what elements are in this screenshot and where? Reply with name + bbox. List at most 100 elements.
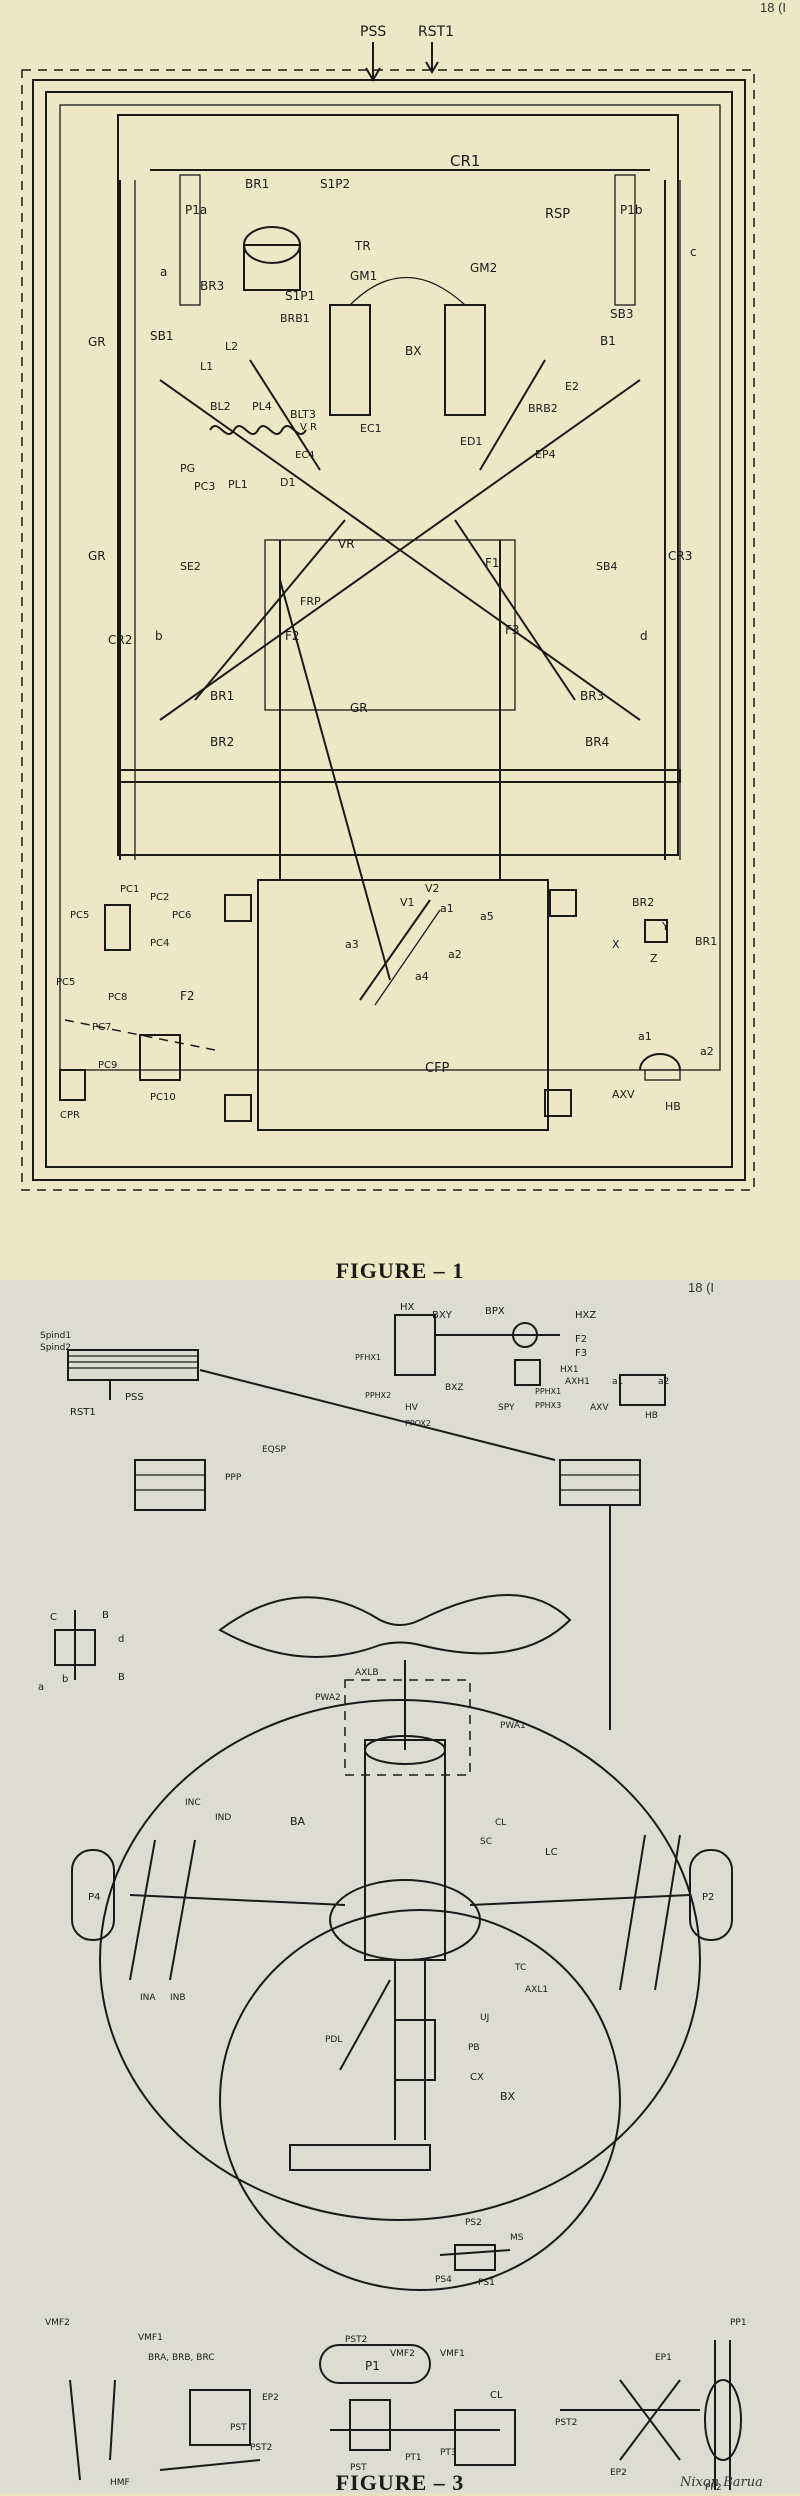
propeller-blade xyxy=(218,1594,572,1658)
label-p1b: P1b xyxy=(620,203,643,217)
label-pc5b: PC5 xyxy=(56,977,75,988)
label-pc9: PC9 xyxy=(98,1060,117,1071)
frame-rail xyxy=(59,104,721,1071)
page-corner-number-2: 18 (I xyxy=(688,1280,715,1295)
label-pc5: PC5 xyxy=(70,910,89,921)
label-p4: P4 xyxy=(88,1892,100,1903)
label-a2: a2 xyxy=(448,948,462,961)
label-pst2c: PST2 xyxy=(555,2418,577,2428)
label-pg: PG xyxy=(180,462,195,475)
label-cl-3: CL xyxy=(495,1818,506,1828)
label-axh1: AXH1 xyxy=(565,1377,590,1387)
label-ep4: EP4 xyxy=(535,448,556,461)
label-f2: F2 xyxy=(285,629,300,643)
label-pss: PSS xyxy=(360,24,386,40)
label-uj: UJ xyxy=(480,2013,489,2023)
label-pc3: PC3 xyxy=(194,480,215,493)
label-inb: INB xyxy=(170,1993,186,2003)
label-gr-top: GR xyxy=(88,335,106,349)
label-a2-inset: a2 xyxy=(700,1045,714,1058)
label-pst2b: PST2 xyxy=(345,2335,367,2345)
arm-right xyxy=(469,1894,691,1906)
figure-1-labels: PSS RST1 CR1 BR1 S1P2 P1a RSP P1b a c GR… xyxy=(56,24,717,1121)
label-se2: SE2 xyxy=(180,560,201,573)
label-b-bottom: B xyxy=(118,1672,125,1683)
label-b1: B1 xyxy=(600,334,616,348)
label-pwa2: PWA2 xyxy=(315,1693,341,1703)
label-x-inset: X xyxy=(612,938,620,951)
label-pt1: PT1 xyxy=(405,2453,422,2463)
cx-block xyxy=(394,2019,436,2081)
label-v2: V2 xyxy=(425,882,440,895)
label-hxz: HXZ xyxy=(575,1310,596,1321)
label-gm1: GM1 xyxy=(350,269,377,283)
label-s1p1: S1P1 xyxy=(285,289,315,303)
label-ps1: PS1 xyxy=(478,2278,495,2288)
label-d-right: d xyxy=(640,629,648,643)
label-a3: a3 xyxy=(345,938,359,951)
spindle-box xyxy=(67,1349,199,1381)
label-s1p2: S1P2 xyxy=(320,177,350,191)
label-hb: HB xyxy=(665,1100,681,1113)
label-c-right: c xyxy=(690,245,697,259)
pod-p2 xyxy=(689,1849,733,1941)
figure-1-sheet: 18 (I xyxy=(21,0,787,1283)
label-hx1: HX1 xyxy=(560,1365,579,1375)
coil-stack-left xyxy=(134,1459,206,1511)
label-brb1: BRB1 xyxy=(280,312,310,325)
label-cpr: CPR xyxy=(60,1110,80,1121)
label-l1: L1 xyxy=(200,360,213,373)
label-br1: BR1 xyxy=(210,689,234,703)
label-bl2: BL2 xyxy=(210,400,231,413)
label-f1: F1 xyxy=(485,556,500,570)
label-br1-inset: BR1 xyxy=(695,935,717,948)
label-vmf2: VMF2 xyxy=(45,2318,70,2328)
label-pphx1: PPHX1 xyxy=(535,1387,561,1396)
bottom-mid-detail xyxy=(349,2399,391,2451)
label-tr: TR xyxy=(354,239,371,253)
label-axv-3: AXV xyxy=(590,1403,609,1413)
label-f3-3: F3 xyxy=(575,1348,587,1359)
label-pc1: PC1 xyxy=(120,884,139,895)
coil-stack-right xyxy=(559,1459,641,1506)
label-vr-small: V R xyxy=(300,422,317,433)
arm-left xyxy=(129,1894,346,1906)
label-pl1: PL1 xyxy=(228,478,248,491)
label-brb2: BRB2 xyxy=(528,402,558,415)
label-ba: BA xyxy=(290,1815,306,1828)
inset-br-detail xyxy=(644,919,668,943)
pod-p1 xyxy=(319,2344,431,2384)
label-bpx: BPX xyxy=(485,1306,505,1317)
page-corner-number: 18 (I xyxy=(760,0,787,15)
outer-frame xyxy=(32,79,746,1181)
clamp-bottom-left xyxy=(224,1094,252,1122)
label-f2-inset: F2 xyxy=(180,989,195,1003)
label-cfp: CFP xyxy=(425,1061,450,1076)
label-a-left: a xyxy=(160,265,167,279)
label-pfhx1: PFHX1 xyxy=(355,1353,381,1362)
label-rsp: RSP xyxy=(545,207,570,222)
spring-coil xyxy=(209,425,307,435)
label-axv: AXV xyxy=(612,1088,635,1101)
label-br3-right: BR3 xyxy=(580,689,604,703)
frame-f1 xyxy=(264,539,516,711)
label-c-3: C xyxy=(50,1612,57,1623)
label-bra: BRA, BRB, BRC xyxy=(148,2353,215,2363)
label-rst1: RST1 xyxy=(418,24,454,40)
inner-frame xyxy=(45,91,733,1168)
label-spind1: Spind1 xyxy=(40,1331,71,1341)
label-d-3: d xyxy=(118,1634,124,1645)
label-p1-3: P1 xyxy=(365,2359,380,2373)
collar xyxy=(329,1879,481,1961)
label-ep2b: EP2 xyxy=(610,2468,627,2478)
label-pb: PB xyxy=(468,2043,480,2053)
label-ppp: PPP xyxy=(225,1473,242,1483)
label-cr3: CR3 xyxy=(668,549,692,563)
figure-3-sheet: 18 (I xyxy=(0,1280,800,2495)
label-ec4: EC4 xyxy=(295,450,315,461)
label-pst: PST xyxy=(230,2423,247,2433)
label-ep2: EP2 xyxy=(262,2393,279,2403)
label-bx: BX xyxy=(405,344,421,358)
label-lc: LC xyxy=(545,1847,558,1858)
post-p1b xyxy=(614,174,636,306)
